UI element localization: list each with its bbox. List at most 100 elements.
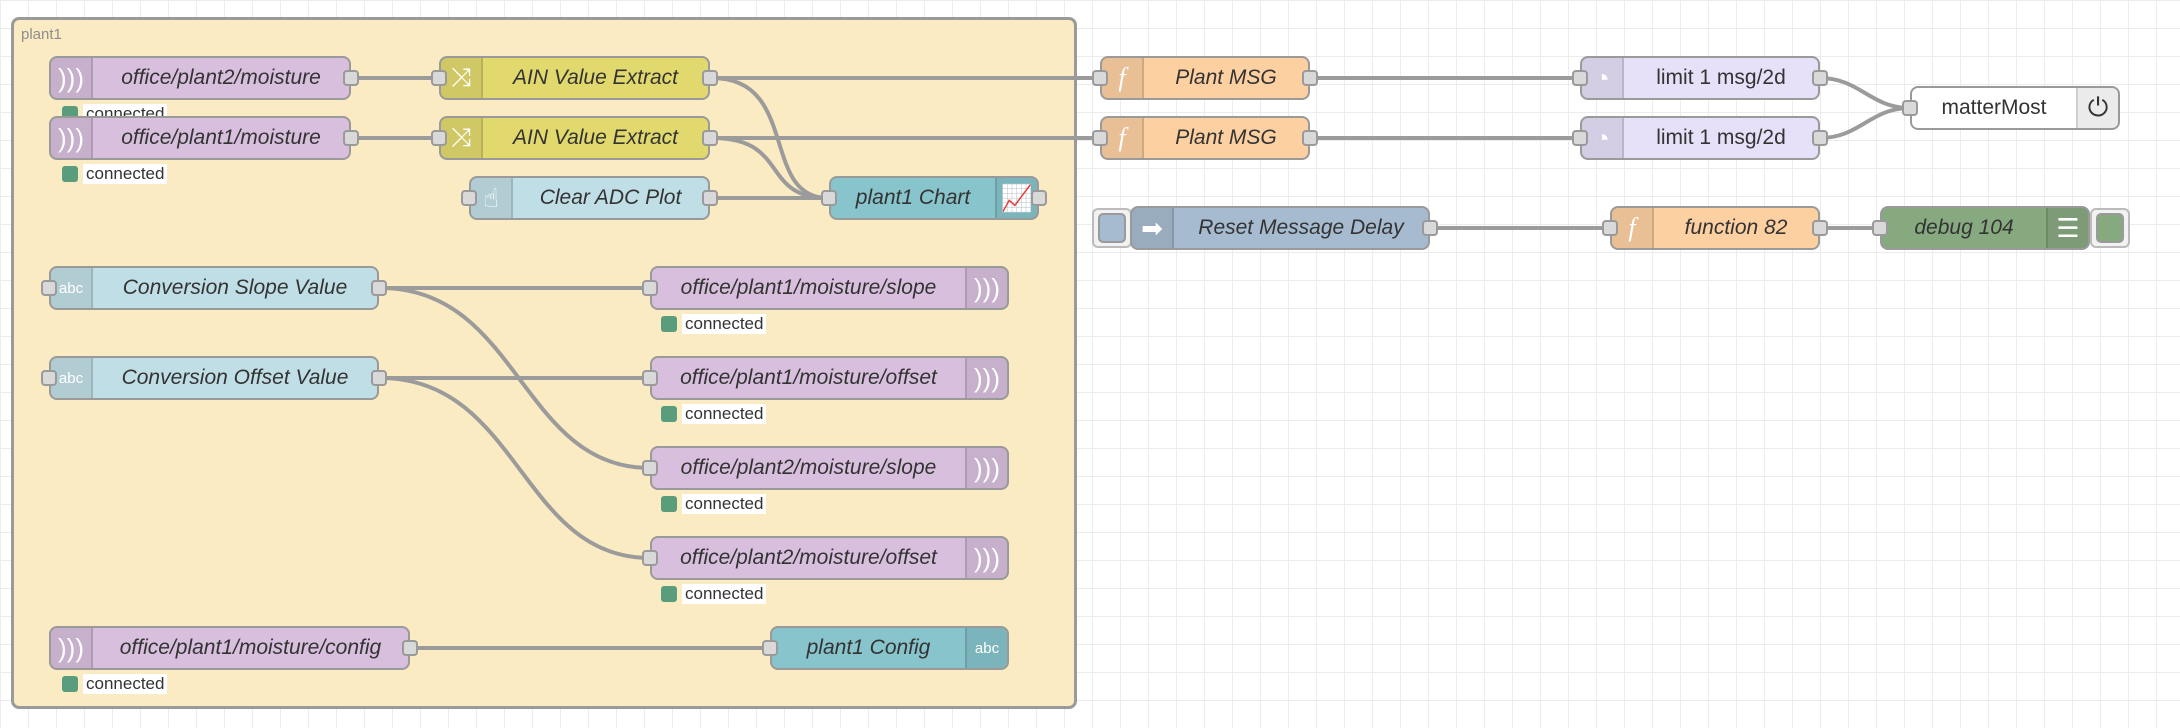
mqtt-in-node-plant2[interactable]: ))) office/plant2/moisture (49, 56, 359, 100)
input-port[interactable] (431, 70, 447, 86)
output-port[interactable] (702, 70, 718, 86)
status-text: connected (83, 674, 168, 694)
node-label: office/plant1/moisture/offset (680, 366, 937, 389)
node-label: office/plant2/moisture (121, 66, 321, 89)
output-port[interactable] (702, 190, 718, 206)
node-label: Reset Message Delay (1198, 216, 1404, 239)
mqtt-out-node-plant2-offset[interactable]: office/plant2/moisture/offset ))) (642, 536, 1009, 580)
node-label: Conversion Offset Value (121, 366, 349, 389)
node-label: office/plant1/moisture/slope (680, 276, 937, 299)
mqtt-out-node-plant1-offset[interactable]: office/plant1/moisture/offset ))) (642, 356, 1009, 400)
radio-waves-icon: ))) (965, 358, 1007, 398)
mqtt-in-node-plant1[interactable]: ))) office/plant1/moisture (49, 116, 359, 160)
mattermost-node[interactable]: matterMost ⏻ (1902, 86, 2120, 130)
mqtt-in-node-config[interactable]: ))) office/plant1/moisture/config (49, 626, 418, 670)
abc-text-icon: abc (51, 268, 93, 308)
radio-waves-icon: ))) (51, 118, 93, 158)
node-label: limit 1 msg/2d (1656, 66, 1786, 89)
output-port[interactable] (371, 280, 387, 296)
output-port[interactable] (343, 70, 359, 86)
status-text: connected (682, 314, 767, 334)
function-node-plant-msg-2[interactable]: f Plant MSG (1092, 116, 1318, 160)
output-port[interactable] (1812, 220, 1828, 236)
node-label: limit 1 msg/2d (1656, 126, 1786, 149)
node-label: office/plant1/moisture (121, 126, 321, 149)
change-node-1[interactable]: ⤨ AIN Value Extract (431, 56, 718, 100)
timer-icon: ◔ (1582, 118, 1624, 158)
input-port[interactable] (1572, 70, 1588, 86)
node-label: plant1 Config (806, 636, 931, 659)
input-port[interactable] (642, 280, 658, 296)
shuffle-icon: ⤨ (441, 58, 483, 98)
status-dot-icon (661, 496, 677, 512)
function-node-plant-msg-1[interactable]: f Plant MSG (1092, 56, 1318, 100)
timer-icon: ◔ (1582, 58, 1624, 98)
input-port[interactable] (762, 640, 778, 656)
wire (1819, 106, 1911, 140)
node-label: Conversion Slope Value (122, 276, 348, 299)
debug-node-104[interactable]: debug 104 ☰ (1872, 206, 2090, 250)
output-port[interactable] (1812, 70, 1828, 86)
mattermost-icon: ⏻ (2076, 88, 2118, 128)
input-port[interactable] (1872, 220, 1888, 236)
ui-text-node-plant1-config[interactable]: plant1 Config abc (762, 626, 1009, 670)
radio-waves-icon: ))) (965, 448, 1007, 488)
function-f-icon: f (1612, 208, 1654, 248)
input-port[interactable] (1092, 70, 1108, 86)
output-port[interactable] (1031, 190, 1047, 206)
input-port[interactable] (642, 460, 658, 476)
input-port[interactable] (821, 190, 837, 206)
input-port[interactable] (1572, 130, 1588, 146)
output-port[interactable] (1422, 220, 1438, 236)
radio-waves-icon: ))) (51, 58, 93, 98)
change-node-2[interactable]: ⤨ AIN Value Extract (431, 116, 718, 160)
input-port[interactable] (41, 370, 57, 386)
output-port[interactable] (1302, 130, 1318, 146)
node-label: matterMost (1941, 96, 2047, 119)
status-text: connected (83, 164, 168, 184)
status-text: connected (682, 494, 767, 514)
delay-node-1[interactable]: ◔ limit 1 msg/2d (1572, 56, 1828, 100)
node-label: Plant MSG (1175, 126, 1277, 149)
ui-text-input-node-slope[interactable]: abc Conversion Slope Value (41, 266, 387, 310)
input-port[interactable] (1092, 130, 1108, 146)
arrow-right-icon: ➡ (1132, 208, 1174, 248)
delay-node-2[interactable]: ◔ limit 1 msg/2d (1572, 116, 1828, 160)
radio-waves-icon: ))) (965, 538, 1007, 578)
line-chart-icon: 📈 (995, 178, 1037, 218)
hand-pointer-icon: ☝ (471, 178, 513, 218)
ui-chart-node-plant1[interactable]: plant1 Chart 📈 (821, 176, 1047, 220)
function-node-82[interactable]: f function 82 (1602, 206, 1828, 250)
mqtt-out-node-plant1-slope[interactable]: office/plant1/moisture/slope ))) (642, 266, 1009, 310)
ui-button-node-clear-adc[interactable]: ☝ Clear ADC Plot (461, 176, 718, 220)
input-port[interactable] (1902, 100, 1918, 116)
status-connected: connected (661, 494, 767, 514)
inject-node-reset-delay[interactable]: ➡ Reset Message Delay (1130, 206, 1438, 250)
status-dot-icon (661, 316, 677, 332)
radio-waves-icon: ))) (51, 628, 93, 668)
node-label: plant1 Chart (855, 186, 971, 209)
ui-text-input-node-offset[interactable]: abc Conversion Offset Value (41, 356, 387, 400)
status-dot-icon (661, 586, 677, 602)
output-port[interactable] (371, 370, 387, 386)
node-label: AIN Value Extract (513, 66, 678, 89)
input-port[interactable] (431, 130, 447, 146)
node-label: debug 104 (1914, 216, 2014, 239)
input-port[interactable] (642, 370, 658, 386)
debug-toggle-button[interactable] (2096, 213, 2124, 243)
input-port[interactable] (461, 190, 477, 206)
status-connected: connected (62, 674, 168, 694)
inject-trigger-button[interactable] (1098, 213, 1126, 243)
node-label: function 82 (1684, 216, 1788, 239)
input-port[interactable] (1602, 220, 1618, 236)
mqtt-out-node-plant2-slope[interactable]: office/plant2/moisture/slope ))) (642, 446, 1009, 490)
output-port[interactable] (1812, 130, 1828, 146)
output-port[interactable] (702, 130, 718, 146)
output-port[interactable] (343, 130, 359, 146)
output-port[interactable] (402, 640, 418, 656)
output-port[interactable] (1302, 70, 1318, 86)
status-connected: connected (661, 404, 767, 424)
input-port[interactable] (41, 280, 57, 296)
radio-waves-icon: ))) (965, 268, 1007, 308)
input-port[interactable] (642, 550, 658, 566)
